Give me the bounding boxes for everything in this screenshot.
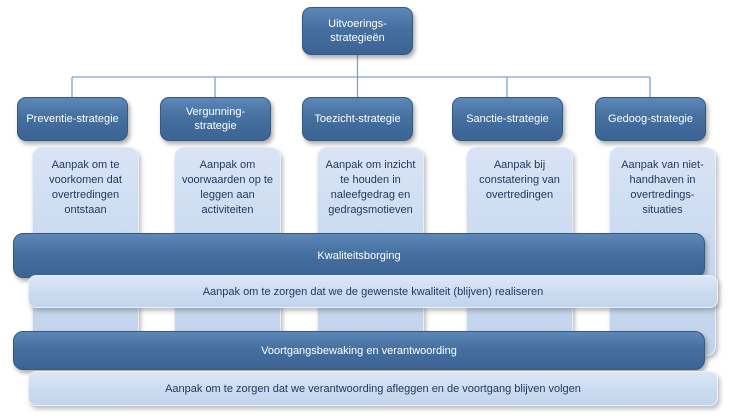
description-text: Aanpak om voorwaarden op te leggen aan a… (181, 159, 274, 216)
band-kwaliteitsborging: Kwaliteitsborging (13, 233, 705, 278)
band-description: Aanpak om te zorgen dat we verantwoordin… (165, 382, 581, 395)
band-voortgangsbewaking: Voortgangsbewaking en verantwoording (13, 331, 705, 370)
strategy-box-vergunning: Vergunning-strategie (160, 97, 271, 141)
description-text: Aanpak om inzicht te houden in naleefged… (325, 159, 416, 216)
strategy-box-toezicht: Toezicht-strategie (302, 97, 413, 141)
root-box-label: Uitvoerings-strategieën (328, 17, 387, 44)
strategy-box-gedoog: Gedoog-strategie (595, 97, 706, 141)
strategy-box-label: Toezicht-strategie (314, 112, 401, 125)
description-text: Aanpak om te voorkomen dat overtredingen… (49, 159, 122, 216)
root-box-uitvoeringsstrategieen: Uitvoerings-strategieën (302, 7, 413, 55)
band-kwaliteitsborging-description: Aanpak om te zorgen dat we de gewenste k… (28, 275, 718, 308)
strategy-box-sanctie: Sanctie-strategie (452, 97, 563, 141)
band-voortgangsbewaking-description: Aanpak om te zorgen dat we verantwoordin… (28, 371, 718, 406)
strategy-box-label: Gedoog-strategie (608, 112, 693, 125)
band-title: Kwaliteitsborging (317, 249, 401, 262)
strategy-box-label: Preventie-strategie (26, 112, 119, 125)
description-text: Aanpak van niet-handhaven in overtreding… (621, 159, 704, 216)
strategy-box-preventie: Preventie-strategie (17, 97, 128, 141)
band-description: Aanpak om te zorgen dat we de gewenste k… (202, 285, 544, 298)
strategy-box-label: Vergunning-strategie (185, 105, 246, 132)
description-text: Aanpak bij constatering van overtredinge… (479, 159, 560, 201)
strategy-box-label: Sanctie-strategie (466, 112, 549, 125)
band-title: Voortgangsbewaking en verantwoording (261, 344, 457, 357)
